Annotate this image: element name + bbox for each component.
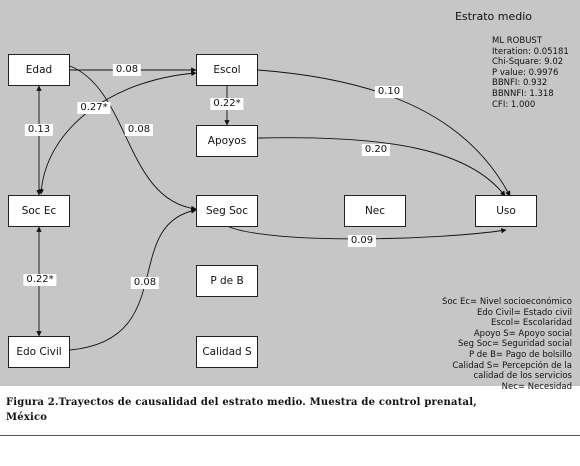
node-socec: Soc Ec — [8, 195, 70, 227]
legend-line: Edo Civil= Estado civil — [477, 307, 572, 318]
coef-socec-edocivil: 0.22* — [23, 274, 57, 286]
node-edad: Edad — [8, 54, 70, 86]
legend-line: Soc Ec= Nivel socioeconómico — [442, 297, 572, 307]
abbreviation-legend: Soc Ec= Nivel socioeconómico Edo Civil= … — [442, 297, 572, 392]
coef-escol-apoyos: 0.22* — [210, 98, 244, 110]
coef-edad-segsoc: 0.08 — [124, 124, 154, 136]
stat-line: CFI: 1.000 — [492, 99, 536, 110]
edge-escol-uso — [257, 69, 511, 197]
edge-edad-segsoc — [69, 65, 197, 212]
bottom-rule — [0, 435, 580, 436]
fit-statistics: ML ROBUST Iteration: 0.05181 Chi-Square:… — [492, 36, 569, 110]
node-segsoc: Seg Soc — [196, 195, 258, 227]
legend-line: Calidad S= Percepción de la — [452, 360, 572, 371]
stat-line: Iteration: 0.05181 — [492, 46, 569, 57]
coef-escol-socec: 0.27* — [77, 102, 111, 114]
node-pdeb: P de B — [196, 265, 258, 297]
node-uso: Uso — [475, 195, 537, 227]
stat-line: P value: 0.9976 — [492, 67, 559, 78]
node-apoyos: Apoyos — [196, 125, 258, 157]
edge-escol-socec — [38, 70, 197, 195]
coef-segsoc-uso: 0.09 — [347, 235, 377, 247]
caption-line: Figura 2.Trayectos de causalidad del est… — [6, 397, 477, 408]
stat-line: BBNFI: 0.932 — [492, 78, 548, 89]
stat-line: BBNNFI: 1.318 — [492, 88, 554, 99]
edge-apoyos-uso — [257, 137, 506, 197]
coef-edocivil-segsoc: 0.08 — [130, 277, 160, 289]
node-edocivil: Edo Civil — [8, 336, 70, 368]
figure-caption: Figura 2.Trayectos de causalidad del est… — [6, 395, 574, 425]
legend-line: Escol= Escolaridad — [491, 318, 572, 329]
coef-apoyos-uso: 0.20 — [361, 144, 391, 156]
legend-line: Nec= Necesidad — [501, 381, 572, 392]
node-nec: Nec — [344, 195, 406, 227]
node-escol: Escol — [196, 54, 258, 86]
group-title: Estrato medio — [454, 10, 532, 23]
legend-line: P de B= Pago de bolsillo — [468, 349, 572, 360]
coef-edad-socec: 0.13 — [24, 124, 54, 136]
node-calidad: Calidad S — [196, 336, 258, 368]
coef-escol-uso: 0.10 — [374, 86, 404, 98]
stat-line: ML ROBUST — [492, 36, 543, 46]
legend-line: calidad de los servicios — [473, 371, 572, 382]
stat-line: Chi-Square: 9.02 — [492, 57, 564, 68]
diagram-panel: Estrato medio ML ROBUST Iteration: 0.051… — [0, 0, 580, 392]
coef-edad-escol: 0.08 — [112, 64, 142, 76]
legend-line: Apoyo S= Apoyo social — [473, 328, 572, 339]
legend-line: Seg Soc= Seguridad social — [457, 339, 572, 350]
caption-line: México — [6, 412, 48, 423]
